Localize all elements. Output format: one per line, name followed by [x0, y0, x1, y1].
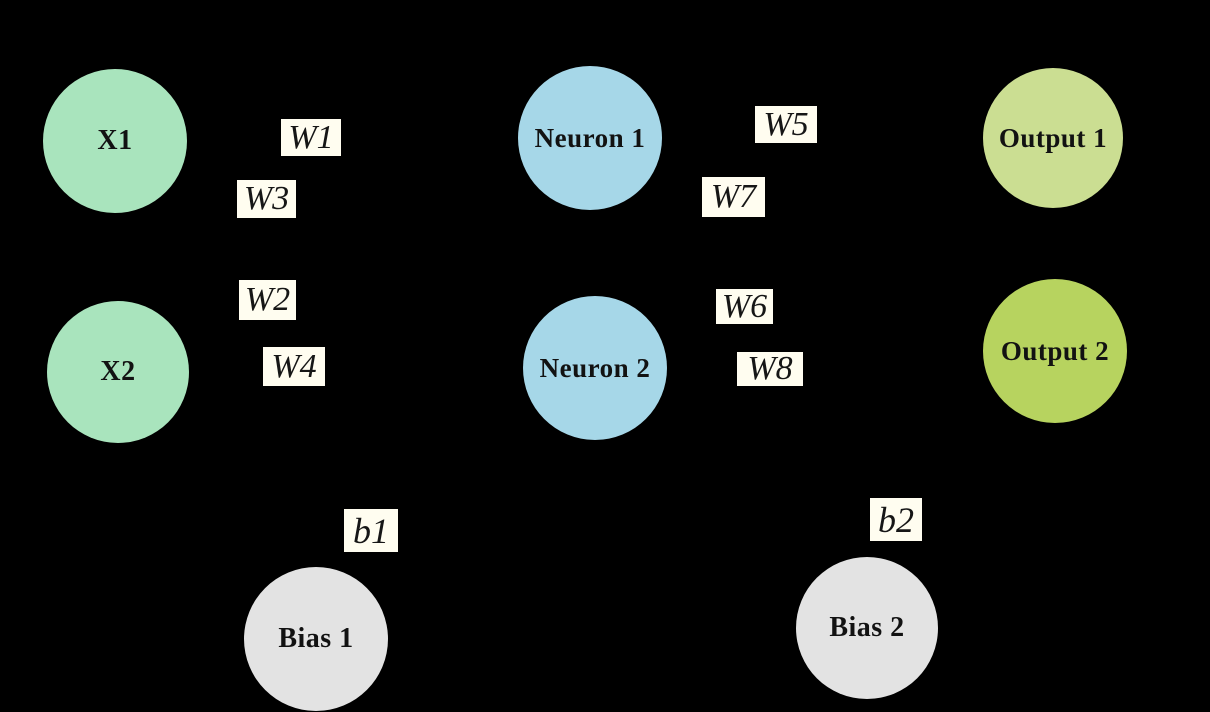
bias-label-b2: b2 [870, 498, 922, 541]
weight-text: b2 [878, 499, 914, 540]
node-label: Output 2 [1000, 335, 1110, 366]
node-label: X2 [100, 356, 136, 387]
node-label: Neuron 1 [534, 122, 646, 153]
weight-label-w2: W2 [239, 280, 296, 320]
weight-text: W6 [721, 287, 768, 325]
weight-text: W7 [710, 178, 757, 215]
node-neuron-2: Neuron 2 [523, 296, 667, 440]
weight-text: W4 [271, 347, 317, 385]
weight-label-w3: W3 [237, 180, 296, 218]
weight-text: W3 [243, 180, 290, 217]
node-bias-1: Bias 1 [244, 567, 388, 711]
weight-label-w6: W6 [716, 289, 773, 324]
weight-text: b1 [353, 510, 389, 551]
weight-label-w4: W4 [263, 347, 325, 386]
weight-label-w5: W5 [755, 106, 817, 143]
weight-label-w1: W1 [281, 119, 341, 156]
bias-label-b1: b1 [344, 509, 398, 552]
node-label: X1 [97, 125, 133, 156]
node-label: Bias 1 [278, 623, 354, 654]
weight-text: W2 [244, 281, 291, 318]
node-input-x2: X2 [47, 301, 189, 443]
node-label: Neuron 2 [539, 352, 651, 383]
node-output-1: Output 1 [983, 68, 1123, 208]
node-neuron-1: Neuron 1 [518, 66, 662, 210]
weight-label-w8: W8 [737, 352, 803, 386]
node-output-2: Output 2 [983, 279, 1127, 423]
weight-text: W5 [763, 105, 809, 143]
node-input-x1: X1 [43, 69, 187, 213]
weight-text: W8 [747, 350, 793, 387]
weight-text: W1 [288, 118, 334, 156]
node-label: Output 1 [998, 122, 1108, 153]
node-bias-2: Bias 2 [796, 557, 938, 699]
weight-label-w7: W7 [702, 177, 765, 217]
node-label: Bias 2 [829, 612, 905, 643]
